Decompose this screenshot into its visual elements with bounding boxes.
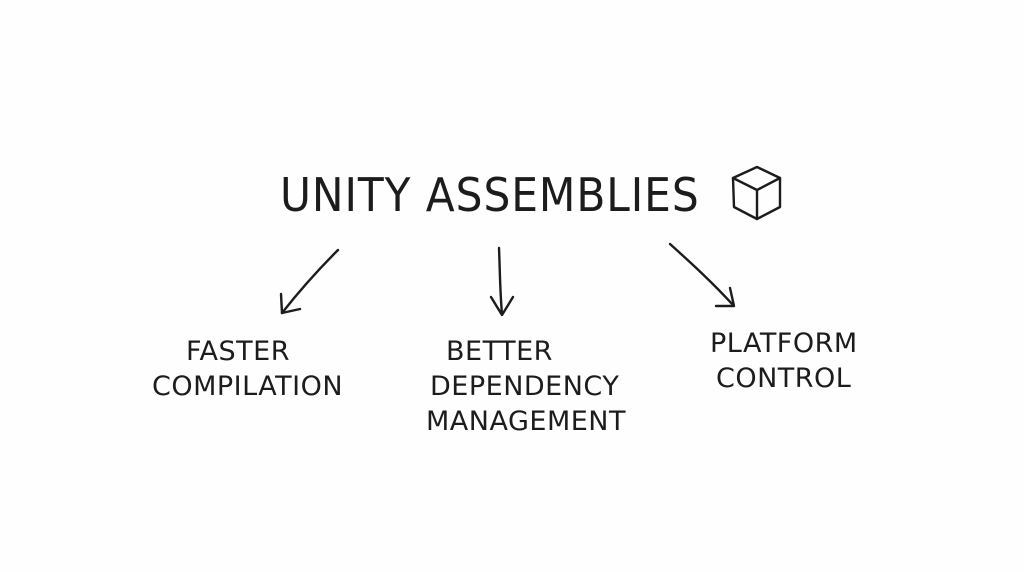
node-label-line: FASTER (186, 336, 290, 367)
node-platform-control: PLATFORM CONTROL (710, 326, 858, 396)
arrow-to-faster-compilation (279, 248, 340, 315)
node-label-line: DEPENDENCY (430, 371, 620, 403)
arrow-to-better-dependency-management (489, 246, 515, 317)
arrow-to-platform-control (668, 242, 736, 308)
node-label-line: COMPILATION (152, 371, 344, 403)
node-label-line: PLATFORM (710, 328, 858, 359)
node-label-line: CONTROL (716, 363, 852, 395)
node-label-line: MANAGEMENT (426, 406, 626, 438)
node-label-line: BETTER (446, 336, 553, 367)
node-faster-compilation: FASTER COMPILATION (152, 334, 343, 404)
node-better-dependency-management: BETTER DEPENDENCY MANAGEMENT (426, 334, 626, 439)
cube-icon (731, 165, 782, 221)
diagram-title: UNITY ASSEMBLIES (280, 168, 700, 222)
